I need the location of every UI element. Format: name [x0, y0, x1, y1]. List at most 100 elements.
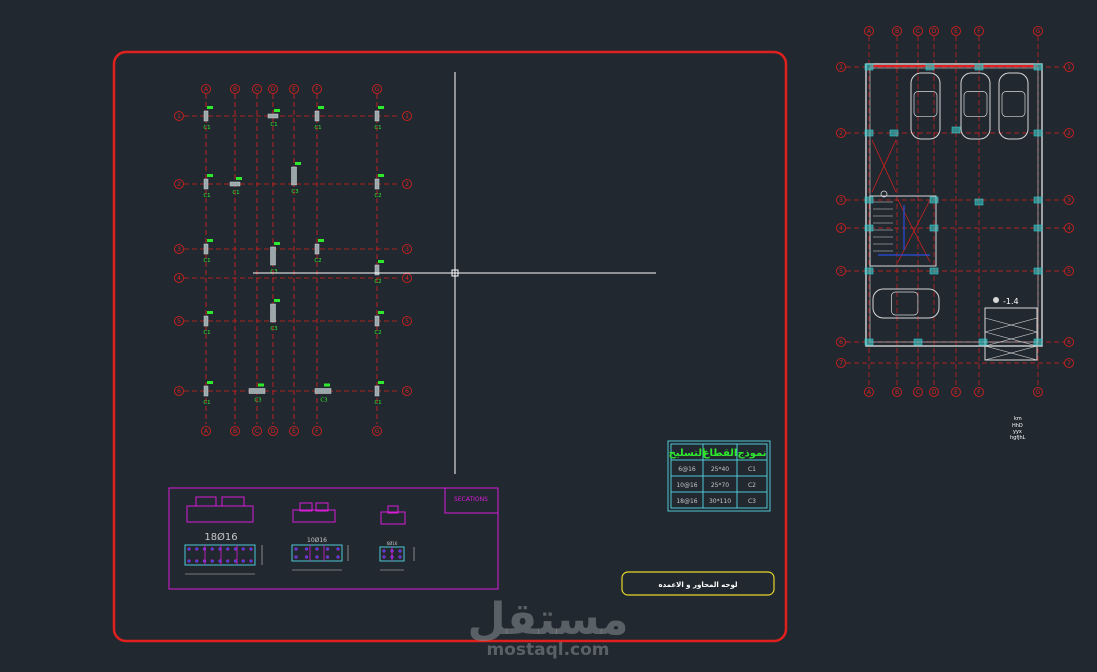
- parked-car: [998, 72, 1029, 140]
- arch-axis-bubble-left-label: 4: [839, 225, 843, 232]
- arch-column: [951, 126, 961, 134]
- arch-column: [864, 129, 874, 137]
- schedule-cell: C2: [748, 482, 756, 489]
- arch-axis-bubble-left-label: 5: [839, 268, 843, 275]
- column-code-label: C3: [270, 326, 278, 332]
- column-code-label: C1: [203, 400, 210, 406]
- structural-column: [229, 181, 241, 187]
- ramp-hatch: [984, 345, 1038, 361]
- car-body: [872, 288, 940, 319]
- structural-column: [314, 110, 320, 122]
- structural-column: [203, 178, 209, 190]
- rebar-dot: [315, 555, 319, 559]
- arch-axis-bubble-left-label: 7: [839, 360, 843, 367]
- column-code-label: C1: [374, 125, 381, 131]
- arch-column: [1033, 196, 1043, 204]
- rebar-dot: [195, 547, 199, 551]
- axis-bubble-top: [289, 84, 299, 94]
- structural-column: [374, 385, 380, 397]
- arch-axis-bubble-bottom-label: F: [977, 389, 981, 396]
- column-tag-mark: [274, 299, 280, 302]
- axis-bubble-left: [174, 386, 184, 396]
- structural-column: [203, 315, 209, 327]
- structural-column: [270, 246, 276, 266]
- arch-axis-bubble-bottom: [951, 387, 961, 397]
- schedule-cell: C1: [748, 466, 756, 473]
- structural-column: [314, 243, 320, 255]
- rebar-dot: [241, 559, 245, 563]
- arch-axis-bubble-bottom: [1033, 387, 1043, 397]
- arch-axis-bubble-right: [1064, 195, 1074, 205]
- arch-axis-bubble-right: [1064, 223, 1074, 233]
- column-code-label: C2: [374, 330, 381, 336]
- column-code-label: C1: [270, 122, 277, 128]
- column-code-label: C3: [270, 269, 278, 275]
- axis-bubble-top-label: A: [204, 86, 209, 93]
- structural-column: [314, 388, 332, 394]
- arch-axis-bubble-right-label: 7: [1067, 360, 1071, 367]
- arch-column: [925, 63, 935, 71]
- arch-axis-bubble-top-label: C: [916, 28, 920, 35]
- axis-bubble-left: [174, 316, 184, 326]
- level-marker: [993, 297, 999, 303]
- arch-column: [929, 196, 939, 204]
- void-x: [871, 139, 897, 193]
- axis-bubble-top: [230, 84, 240, 94]
- arch-axis-bubble-top: [892, 26, 902, 36]
- column-code-label: C2: [314, 258, 321, 264]
- note-text: km: [1014, 416, 1022, 422]
- rebar-dot: [304, 547, 309, 551]
- column-tag-mark: [318, 239, 324, 242]
- axis-bubble-bottom-label: B: [233, 428, 237, 435]
- column-tag-mark: [207, 239, 213, 242]
- arch-column: [1033, 224, 1043, 232]
- ramp-hatch: [984, 331, 1038, 347]
- schedule-cell: C3: [748, 498, 756, 505]
- column-code-label: C1: [203, 193, 210, 199]
- axis-bubble-top-label: B: [233, 86, 237, 93]
- axis-bubble-right: [402, 244, 412, 254]
- arch-axis-bubble-top: [864, 26, 874, 36]
- column-code-label: C1: [232, 190, 239, 196]
- axis-bubble-bottom: [312, 426, 322, 436]
- column-tag-mark: [207, 174, 213, 177]
- arch-axis-bubble-right-label: 3: [1067, 197, 1071, 204]
- arch-column: [889, 129, 899, 137]
- arch-axis-bubble-top: [929, 26, 939, 36]
- arch-axis-bubble-bottom: [913, 387, 923, 397]
- axis-bubble-left: [174, 244, 184, 254]
- column-tag-mark: [274, 242, 280, 245]
- rebar-dot: [382, 549, 386, 553]
- schedule-header-section: القطاع: [703, 448, 738, 459]
- arch-column: [864, 267, 874, 275]
- arch-axis-bubble-left-label: 2: [839, 130, 843, 137]
- axis-bubble-left-label: 4: [177, 275, 181, 282]
- arch-column: [864, 196, 874, 204]
- arch-column: [864, 63, 874, 71]
- outer-wall: [865, 63, 1043, 347]
- arch-axis-bubble-bottom-label: A: [867, 389, 872, 396]
- arch-axis-bubble-bottom: [929, 387, 939, 397]
- rebar-dot: [202, 547, 207, 551]
- arch-axis-bubble-right-label: 5: [1067, 268, 1071, 275]
- title-block-text: لوحه المحاور و الاعمده: [658, 581, 737, 589]
- rebar-dot: [187, 559, 191, 563]
- axis-bubble-bottom-label: G: [375, 428, 380, 435]
- arch-axis-bubble-left: [836, 62, 846, 72]
- column-code-label: C2: [374, 193, 381, 199]
- rebar-dot: [195, 559, 199, 563]
- axis-bubble-bottom: [289, 426, 299, 436]
- ramp-box: [984, 307, 1038, 361]
- column-code-label: C1: [203, 125, 210, 131]
- schedule-cell: 30*110: [709, 498, 731, 505]
- watermark-brand: مستقل: [468, 594, 629, 645]
- axis-bubble-top-label: F: [315, 86, 319, 93]
- rebar-dot: [210, 547, 214, 551]
- section-c3-label: 18Ø16: [204, 531, 237, 543]
- axis-bubble-right-label: 3: [405, 246, 409, 253]
- axis-bubble-bottom: [230, 426, 240, 436]
- arch-axis-bubble-right: [1064, 337, 1074, 347]
- structural-column: [374, 110, 380, 122]
